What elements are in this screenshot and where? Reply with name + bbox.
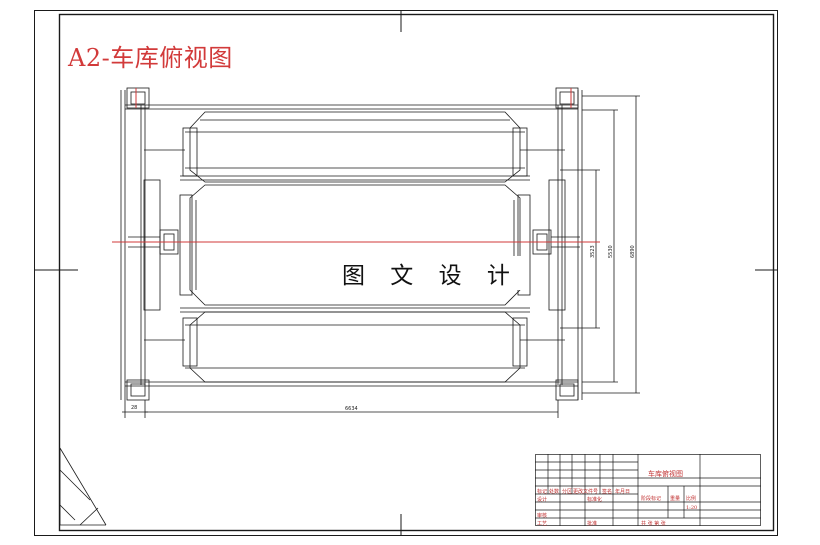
tb-scale-value: 1:20: [686, 505, 698, 511]
tb-label-design: 设计: [537, 497, 548, 503]
tb-label-scale: 比例: [686, 496, 697, 502]
title-block-grid: [535, 454, 761, 526]
tb-sheet-info: 共 张 第 张: [641, 521, 666, 527]
tb-label-stage-mark: 阶段标记: [641, 496, 662, 502]
tb-label-date: 年月日: [615, 489, 631, 495]
garage-plan-view: [120, 87, 640, 418]
dim-right-outer: 6890: [630, 245, 636, 258]
tb-label-zone: 分区: [562, 489, 573, 495]
tb-label-weight: 重量: [670, 496, 681, 502]
outer-frame: [34, 10, 778, 536]
tb-label-change-doc: 更改文件号: [573, 489, 599, 495]
dim-right-inner: 3523: [590, 245, 596, 258]
dim-bottom-small: 28: [131, 405, 138, 411]
tb-label-count: 处数: [549, 489, 560, 495]
tb-label-signature: 签名: [602, 489, 613, 495]
dim-bottom-overall: 6634: [345, 406, 358, 412]
tb-label-standardize: 标准化: [587, 497, 603, 503]
watermark-text: 图 文 设 计: [338, 256, 523, 290]
tb-label-mark: 标记: [537, 489, 548, 495]
inner-border: [58, 13, 775, 532]
title-block-drawing-name: 车库俯视图: [648, 470, 683, 478]
center-axis: [112, 88, 600, 243]
dim-right-mid: 5530: [608, 245, 614, 258]
tb-label-approve: 批准: [587, 521, 598, 527]
tb-label-review: 审核: [537, 513, 548, 519]
orientation-mark: [59, 447, 107, 526]
tb-label-process: 工艺: [537, 521, 548, 527]
drawing-title: A2-车库俯视图: [68, 44, 233, 72]
